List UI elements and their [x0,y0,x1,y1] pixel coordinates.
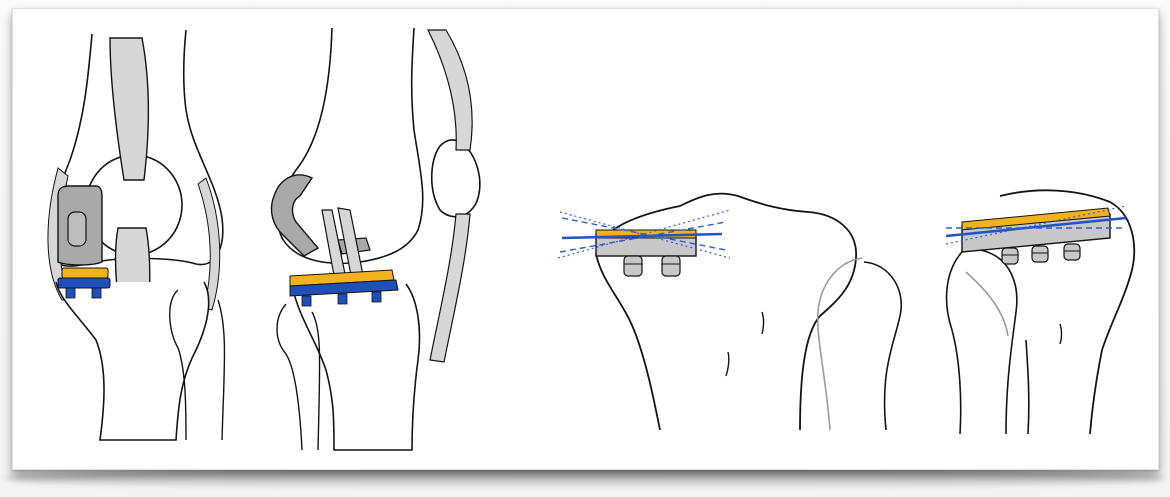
tibial-peg [66,288,75,298]
tibial-peg [338,294,347,304]
tibial-peg [302,296,311,306]
tibia-outline [596,194,856,430]
fibula-outline [947,250,1017,434]
fibula-back-line [818,258,862,430]
fibula-outline [864,262,901,430]
bearing-insert [62,268,108,278]
frontal-knee-view [48,30,225,440]
tibial-plateau-medial-tilt [558,194,901,430]
tibial-peg [372,292,381,302]
femoral-peg [68,212,86,246]
patellar-tendon [430,214,470,362]
tibial-peg [1032,246,1048,262]
tibial-plateau-lateral-tilt [946,190,1134,434]
tibial-peg [92,288,101,298]
tibial-peg [624,256,642,276]
quadriceps-tendon [428,30,472,150]
tibia-inner-mark [1060,324,1062,344]
tibia-inner-mark [762,312,764,334]
tibia-outline [1026,340,1029,434]
patella [432,140,480,217]
lateral-knee-view [272,28,480,450]
tibial-peg [1064,244,1080,260]
fibula-back-line [966,272,1008,336]
tibial-peg [1002,248,1018,264]
tibia-outline [292,284,420,450]
tibial-peg [662,256,680,276]
tibial-tray [58,278,110,288]
tibia-inner-mark [726,352,729,376]
